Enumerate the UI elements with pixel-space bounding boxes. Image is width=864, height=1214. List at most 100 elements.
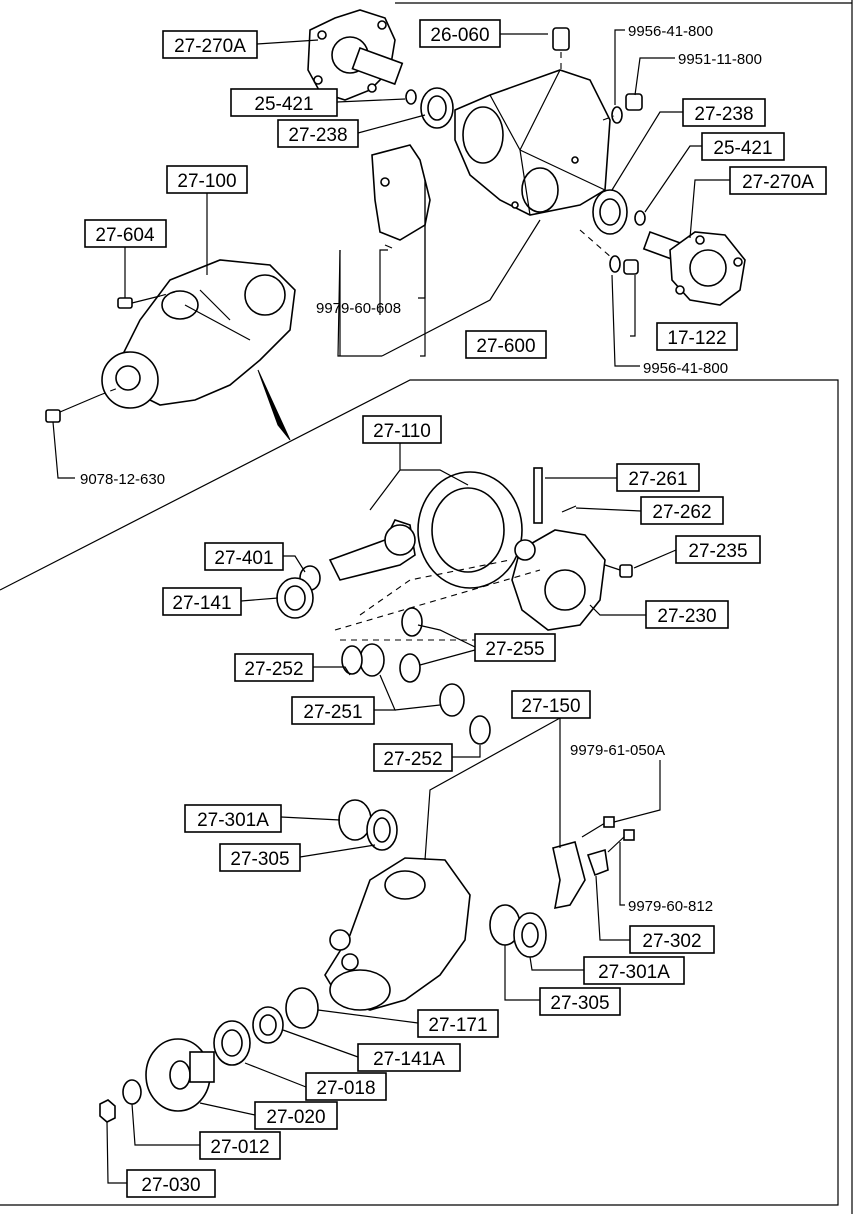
- callout-27-301A-right: 27-301A: [583, 956, 685, 985]
- callout-27-262: 27-262: [640, 496, 724, 525]
- callout-27-018: 27-018: [305, 1072, 387, 1101]
- bolt-9078-12-630-part: [45, 387, 119, 423]
- callout-27-141: 27-141: [162, 587, 242, 616]
- callout-27-305-left: 27-305: [219, 843, 301, 872]
- svg-text:27-100: 27-100: [177, 171, 236, 192]
- callout-27-600: 27-600: [465, 330, 547, 359]
- svg-text:27-261: 27-261: [628, 469, 687, 490]
- callout-27-604: 27-604: [84, 219, 167, 248]
- svg-text:27-171: 27-171: [428, 1015, 487, 1036]
- thrust-washer-b-part: [469, 715, 491, 745]
- callout-27-302: 27-302: [629, 925, 715, 954]
- thrust-washer-a-part: [341, 645, 363, 675]
- callout-27-270A-left: 27-270A: [162, 30, 258, 59]
- drain-plug-top-part: [602, 93, 643, 121]
- svg-text:27-141: 27-141: [172, 593, 231, 614]
- oil-seal-right-part: [592, 189, 628, 235]
- callout-27-230: 27-230: [645, 600, 729, 629]
- cap-bolt-part: [581, 816, 615, 838]
- svg-text:27-230: 27-230: [657, 606, 716, 627]
- callout-27-252-a: 27-252: [234, 653, 314, 682]
- svg-text:25-421: 25-421: [713, 138, 772, 159]
- callout-27-171: 27-171: [417, 1009, 499, 1038]
- adjuster-lock-part: [586, 829, 635, 877]
- svg-text:27-305: 27-305: [550, 993, 609, 1014]
- nut-27-030-part: [99, 1099, 116, 1123]
- svg-text:27-030: 27-030: [141, 1175, 200, 1196]
- svg-text:27-270A: 27-270A: [742, 172, 814, 193]
- callout-25-421-left: 25-421: [230, 88, 338, 117]
- section-arrow: [257, 369, 291, 441]
- callout-27-252-b: 27-252: [373, 743, 453, 772]
- drain-plug-bottom-part: [579, 229, 639, 275]
- svg-text:27-604: 27-604: [95, 225, 155, 246]
- callout-27-150: 27-150: [511, 690, 591, 719]
- svg-text:27-252: 27-252: [383, 749, 442, 770]
- pinion-shaft-part: [533, 467, 543, 524]
- svg-text:27-302: 27-302: [642, 931, 701, 952]
- bearing-cap-part: [552, 841, 586, 910]
- bearing-27-141A-part: [252, 1006, 284, 1044]
- svg-text:27-012: 27-012: [210, 1137, 269, 1158]
- callout-27-305-right: 27-305: [539, 987, 621, 1016]
- callout-27-030: 27-030: [126, 1169, 216, 1198]
- carrier-housing-part: [454, 69, 611, 216]
- callout-27-238-left: 27-238: [277, 119, 359, 148]
- svg-text:27-150: 27-150: [521, 696, 580, 717]
- svg-text:27-600: 27-600: [476, 336, 535, 357]
- callout-9078-12-630: 9078-12-630: [80, 471, 165, 488]
- svg-text:27-251: 27-251: [303, 702, 362, 723]
- bolt-27-235-part: [604, 564, 633, 578]
- snap-ring-left-part: [405, 89, 417, 105]
- gasket-top-part: [611, 106, 623, 124]
- lock-pin-part: [561, 505, 577, 513]
- oil-seal-left-part: [420, 87, 454, 129]
- snap-ring-right-part: [634, 210, 646, 226]
- flange-left-part: [307, 9, 404, 101]
- breather-plug-part: [552, 27, 570, 80]
- svg-text:27-110: 27-110: [373, 421, 431, 442]
- callout-27-251: 27-251: [291, 696, 375, 725]
- svg-text:17-122: 17-122: [667, 328, 726, 349]
- svg-text:27-301A: 27-301A: [197, 810, 269, 831]
- callout-27-401: 27-401: [204, 542, 284, 571]
- cover-plate-part: [371, 144, 431, 249]
- svg-text:27-018: 27-018: [316, 1078, 375, 1099]
- ring-gear-part: [417, 471, 523, 589]
- differential-case-part: [511, 529, 606, 631]
- leader-lines: [52, 29, 730, 1184]
- collapsible-spacer-part: [285, 987, 319, 1029]
- callout-17-122: 17-122: [656, 322, 738, 351]
- callout-27-270A-right: 27-270A: [729, 166, 827, 195]
- callout-27-235: 27-235: [675, 535, 761, 564]
- callout-26-060: 26-060: [419, 19, 501, 48]
- callout-27-255: 27-255: [474, 633, 556, 662]
- callout-27-100: 27-100: [166, 165, 248, 194]
- bearing-27-141-part: [276, 577, 314, 619]
- callout-27-110: 27-110: [362, 415, 442, 444]
- svg-text:27-020: 27-020: [266, 1107, 325, 1128]
- differential-assembly-part: [101, 259, 296, 409]
- svg-text:27-238: 27-238: [694, 104, 753, 125]
- washer-27-012-part: [122, 1079, 142, 1105]
- side-bearing-right-part: [489, 904, 547, 958]
- svg-text:27-141A: 27-141A: [373, 1049, 445, 1070]
- carrier-part: [324, 857, 471, 1011]
- callout-9979-60-812: 9979-60-812: [628, 898, 713, 915]
- companion-flange-part: [145, 1038, 215, 1112]
- callout-27-261: 27-261: [616, 463, 700, 492]
- callout-9951-11-800: 9951-11-800: [678, 51, 762, 68]
- callout-27-301A-left: 27-301A: [184, 804, 282, 833]
- oil-seal-27-018-part: [213, 1020, 251, 1066]
- svg-text:25-421: 25-421: [254, 94, 313, 115]
- callout-25-421-right: 25-421: [701, 132, 785, 161]
- svg-text:27-401: 27-401: [214, 548, 273, 569]
- side-bearing-left-part: [338, 799, 398, 851]
- callout-27-020: 27-020: [254, 1101, 338, 1130]
- svg-text:27-252: 27-252: [244, 659, 303, 680]
- flange-right-part: [642, 230, 746, 306]
- svg-text:27-270A: 27-270A: [174, 36, 246, 57]
- drive-pinion-part: [328, 519, 416, 581]
